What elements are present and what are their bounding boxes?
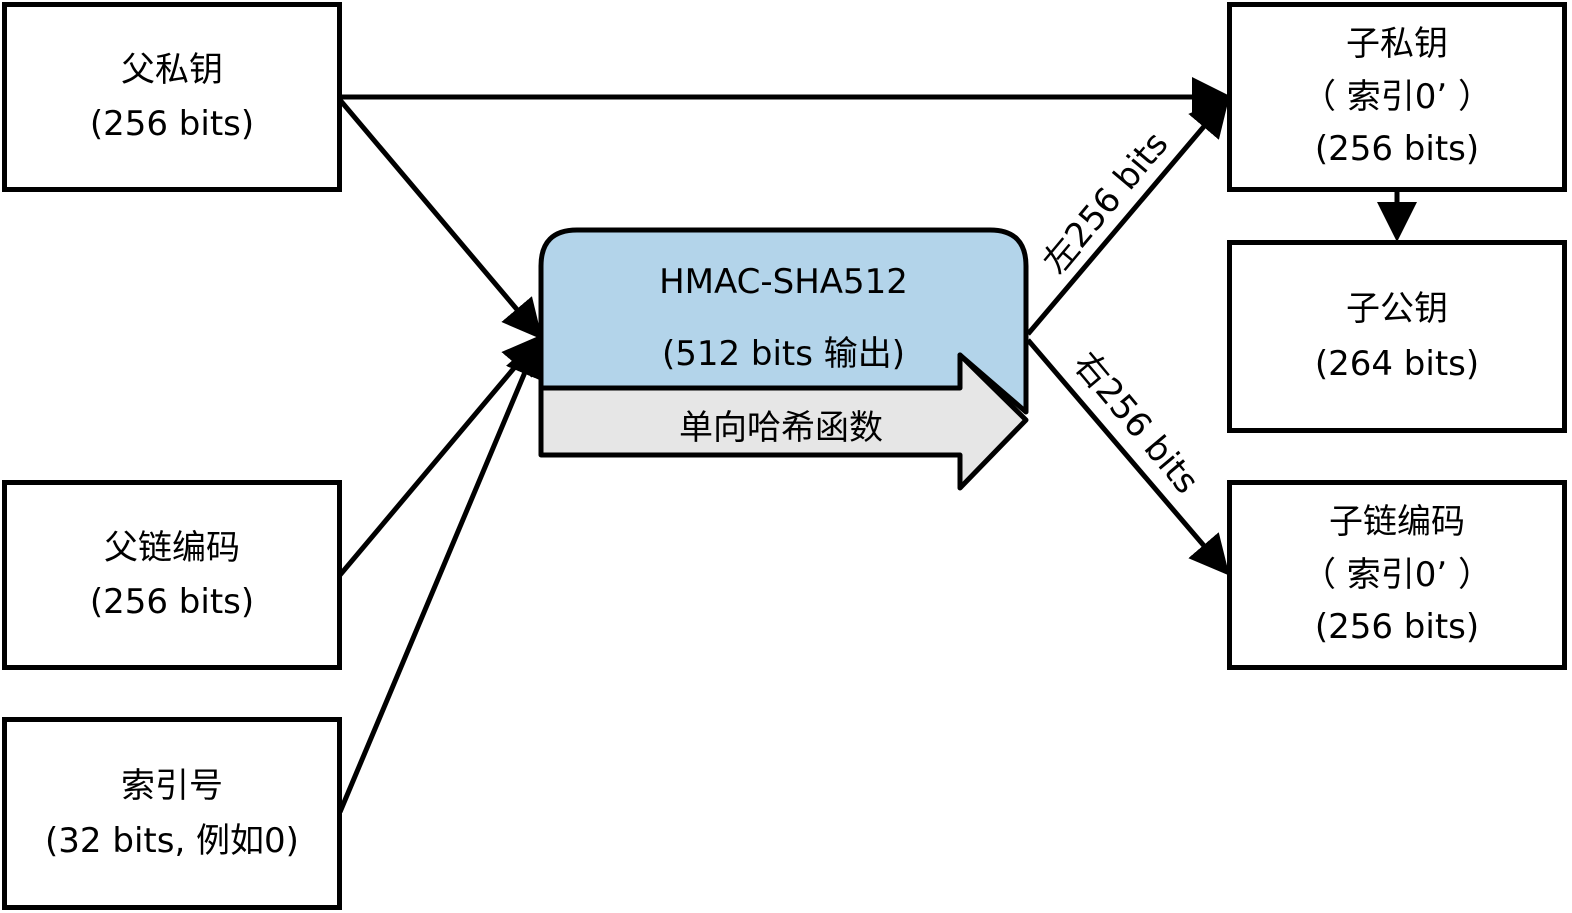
hash-function-label: 单向哈希函数 [679,408,883,448]
parent-chain-code-box: 父链编码 (256 bits) [2,480,342,670]
child-public-key-name: 子公钥 [1346,289,1448,330]
arrow-left-256 [1026,96,1230,336]
index-number-size: (32 bits, 例如0) [45,820,299,861]
child-chain-code-name: 子链编码 [1329,501,1465,542]
parent-chain-code-size: (256 bits) [89,582,255,622]
child-chain-code-size: (256 bits) [1314,607,1480,648]
child-chain-code-index: （ 索引0’ ） [1301,554,1493,595]
parent-chain-code-name: 父链编码 [104,527,240,568]
arrow-index-to-hmac [337,336,543,813]
parent-private-key-box: 父私钥 (256 bits) [2,2,342,192]
hmac-block [538,227,1029,415]
hmac-output: (512 bits 输出) [661,334,906,374]
child-private-key-index: （ 索引0’ ） [1301,76,1493,117]
child-private-key-box: 子私钥 （ 索引0’ ） (256 bits) [1227,2,1567,192]
child-public-key-box: 子公钥 (264 bits) [1227,240,1567,433]
hash-arrow [538,352,1029,491]
index-number-box: 索引号 (32 bits, 例如0) [2,717,342,910]
hmac-title: HMAC-SHA512 [659,262,908,302]
parent-private-key-size: (256 bits) [89,104,255,144]
child-chain-code-box: 子链编码 （ 索引0’ ） (256 bits) [1227,480,1567,670]
child-public-key-size: (264 bits) [1314,343,1480,384]
child-private-key-size: (256 bits) [1314,129,1480,170]
arrow-right-256 [1026,338,1230,576]
index-number-name: 索引号 [121,766,223,807]
arrow-parent-key-to-hmac [338,98,543,340]
parent-private-key-name: 父私钥 [121,49,223,90]
arrow-chain-code-to-hmac [338,334,543,577]
child-private-key-name: 子私钥 [1346,23,1448,64]
